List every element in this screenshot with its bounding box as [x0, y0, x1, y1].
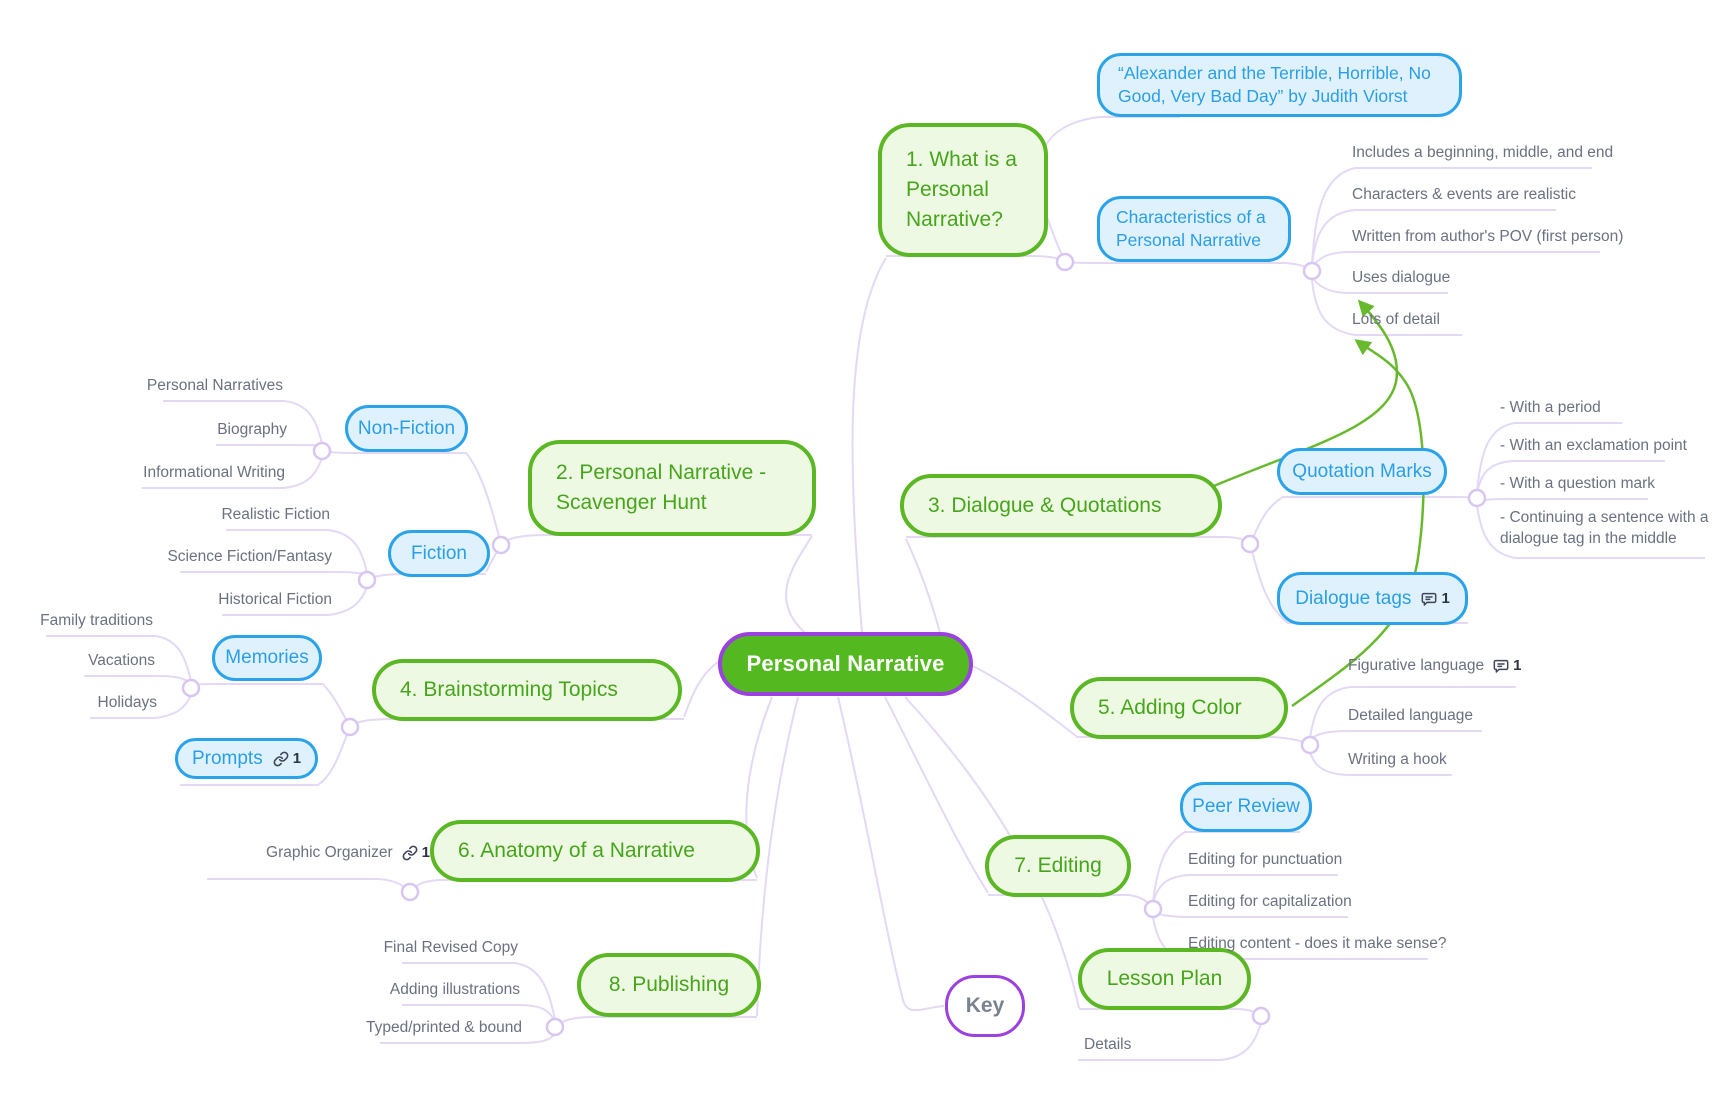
subtopic-label: Fiction [411, 542, 467, 564]
topic-label: 3. Dialogue & Quotations [928, 493, 1162, 517]
topic-label: 6. Anatomy of a Narrative [458, 839, 695, 862]
leaf-informational-writing[interactable]: Informational Writing [143, 464, 285, 481]
key-label: Key [965, 994, 1005, 1017]
comment-badge[interactable]: 1 [1421, 587, 1450, 611]
leaf-editing-for-punctuation[interactable]: Editing for punctuation [1188, 851, 1343, 868]
topic-editing[interactable]: 7. Editing [985, 835, 1131, 897]
leaf-holidays[interactable]: Holidays [97, 694, 157, 711]
subtopic-label: Prompts [191, 747, 263, 769]
attachment-badge[interactable]: 1 [402, 842, 430, 863]
subtopic-memories[interactable]: Memories [212, 635, 322, 681]
topic-brainstorming-topics[interactable]: 4. Brainstorming Topics [372, 659, 682, 721]
leaf-adding-illustrations[interactable]: Adding illustrations [389, 981, 520, 998]
leaf-lots-of-detail[interactable]: Lots of detail [1352, 311, 1440, 328]
subtopic-label: Quotation Marks [1292, 460, 1432, 482]
topic-label: 1. What is a Personal Narrative? [906, 148, 1017, 231]
leaf-continuing-sentence-dialogue-tag[interactable]: - Continuing a sentence with a dialogue … [1500, 509, 1709, 547]
leaf-with-question-mark[interactable]: - With a question mark [1500, 475, 1656, 492]
subtopic-label: “Alexander and the Terrible, Horrible, N… [1118, 63, 1431, 106]
leaf-family-traditions[interactable]: Family traditions [40, 612, 153, 629]
leaf-characters-events-realistic[interactable]: Characters & events are realistic [1352, 186, 1576, 203]
topic-publishing[interactable]: 8. Publishing [577, 953, 761, 1017]
leaf-editing-content[interactable]: Editing content - does it make sense? [1188, 935, 1447, 952]
leaf-writing-a-hook[interactable]: Writing a hook [1348, 751, 1447, 768]
comment-count: 1 [1513, 657, 1522, 674]
central-topic[interactable]: Personal Narrative [718, 632, 973, 696]
leaf-historical-fiction[interactable]: Historical Fiction [218, 591, 332, 608]
leaf-personal-narratives[interactable]: Personal Narratives [146, 377, 283, 394]
leaf-with-a-period[interactable]: - With a period [1500, 399, 1601, 416]
leaf-realistic-fiction[interactable]: Realistic Fiction [221, 506, 330, 523]
leaf-figurative-language[interactable]: Figurative language 1 [1348, 655, 1522, 676]
topic-lesson-plan[interactable]: Lesson Plan [1078, 948, 1251, 1010]
link-icon [402, 845, 418, 860]
leaf-detailed-language[interactable]: Detailed language [1348, 707, 1473, 724]
leaf-written-from-pov[interactable]: Written from author's POV (first person) [1352, 228, 1624, 245]
relation-arrow-adding-color-to-lots-of-detail [1291, 339, 1425, 708]
topic-scavenger-hunt[interactable]: 2. Personal Narrative - Scavenger Hunt [528, 440, 816, 536]
topic-dialogue-and-quotations[interactable]: 3. Dialogue & Quotations [900, 474, 1222, 537]
subtopic-label: Dialogue tags [1295, 587, 1412, 609]
subtopic-fiction[interactable]: Fiction [388, 530, 490, 577]
leaf-uses-dialogue[interactable]: Uses dialogue [1352, 269, 1451, 286]
leaf-typed-printed-bound[interactable]: Typed/printed & bound [366, 1019, 522, 1036]
link-count: 1 [292, 749, 302, 767]
topic-label: 8. Publishing [608, 973, 730, 996]
subtopic-label: Memories [225, 647, 309, 668]
central-topic-label: Personal Narrative [746, 651, 945, 676]
comment-count: 1 [1441, 589, 1450, 607]
leaf-details[interactable]: Details [1084, 1036, 1132, 1053]
topic-label: 7. Editing [1014, 854, 1102, 877]
subtopic-alexander-book[interactable]: “Alexander and the Terrible, Horrible, N… [1097, 53, 1462, 117]
topic-label: 5. Adding Color [1098, 696, 1242, 719]
topic-anatomy-of-a-narrative[interactable]: 6. Anatomy of a Narrative [430, 820, 760, 882]
leaf-editing-for-capitalization[interactable]: Editing for capitalization [1188, 893, 1352, 910]
leaf-graphic-organizer[interactable]: Graphic Organizer 1 [266, 842, 430, 863]
leaf-includes-beginning-middle-end[interactable]: Includes a beginning, middle, and end [1352, 144, 1614, 161]
leaf-biography[interactable]: Biography [217, 421, 287, 438]
topic-label: 2. Personal Narrative - Scavenger Hunt [556, 461, 767, 514]
leaf-vacations[interactable]: Vacations [88, 652, 155, 669]
topic-label: 4. Brainstorming Topics [400, 678, 618, 701]
topic-adding-color[interactable]: 5. Adding Color [1070, 677, 1288, 739]
subtopic-label: Peer Review [1192, 796, 1300, 817]
subtopic-label: Non-Fiction [357, 417, 456, 439]
subtopic-label: Characteristics of a Personal Narrative [1116, 207, 1266, 250]
attachment-badge[interactable]: 1 [273, 747, 301, 771]
subtopic-peer-review[interactable]: Peer Review [1180, 782, 1312, 832]
subtopic-non-fiction[interactable]: Non-Fiction [345, 405, 468, 452]
link-icon [273, 751, 289, 766]
topic-what-is-a-personal-narrative[interactable]: 1. What is a Personal Narrative? [878, 123, 1048, 257]
comment-icon [1422, 592, 1437, 606]
subtopic-prompts[interactable]: Prompts 1 [175, 738, 318, 779]
comment-icon [1493, 659, 1509, 673]
leaf-final-revised-copy[interactable]: Final Revised Copy [383, 939, 518, 956]
topic-label: Lesson Plan [1106, 967, 1223, 990]
subtopic-characteristics[interactable]: Characteristics of a Personal Narrative [1097, 196, 1291, 262]
leaf-with-exclamation-point[interactable]: - With an exclamation point [1500, 437, 1687, 454]
link-count: 1 [421, 844, 430, 861]
key-node[interactable]: Key [945, 975, 1025, 1037]
subtopic-dialogue-tags[interactable]: Dialogue tags 1 [1277, 572, 1468, 625]
subtopic-quotation-marks[interactable]: Quotation Marks [1277, 448, 1447, 495]
comment-badge[interactable]: 1 [1493, 655, 1522, 676]
leaf-science-fiction-fantasy[interactable]: Science Fiction/Fantasy [167, 548, 332, 565]
